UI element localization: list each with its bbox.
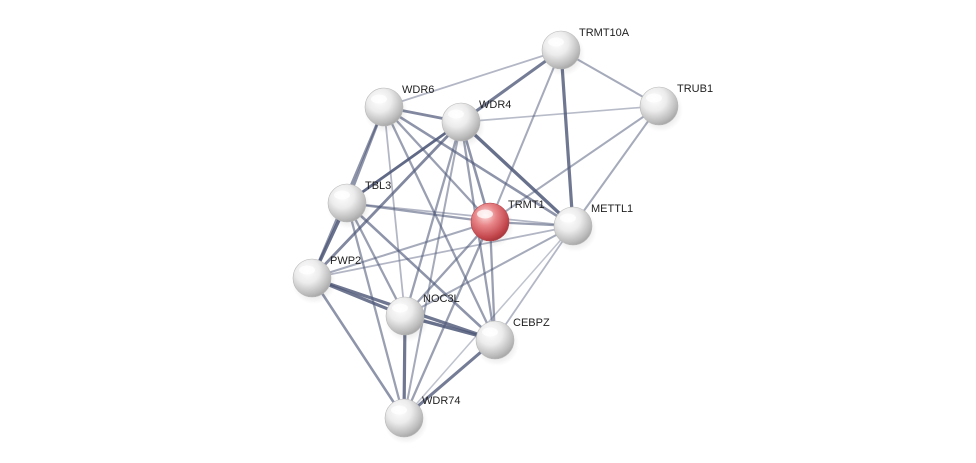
protein-sphere[interactable]: [364, 87, 404, 127]
sphere-highlight: [448, 109, 464, 119]
sphere-highlight: [477, 209, 493, 219]
node-label-wdr6: WDR6: [402, 84, 434, 96]
edge-trub1-mettl1: [571, 104, 661, 228]
sphere-highlight: [392, 303, 408, 313]
protein-sphere[interactable]: [441, 102, 481, 142]
node-label-trub1: TRUB1: [677, 83, 713, 95]
protein-sphere[interactable]: [639, 86, 679, 126]
edge-pwp2-wdr74: [310, 276, 406, 420]
node-wdr74[interactable]: WDR74: [384, 395, 461, 444]
edge-wdr4-pwp2: [310, 120, 463, 280]
protein-sphere[interactable]: [385, 296, 425, 336]
node-trub1[interactable]: TRUB1: [639, 83, 713, 132]
sphere-highlight: [548, 37, 564, 47]
node-label-wdr74: WDR74: [422, 395, 461, 407]
edge-wdr6-cebpz: [382, 105, 497, 342]
sphere-highlight: [560, 213, 576, 223]
edge-wdr4-trub1: [460, 105, 660, 123]
sphere-highlight: [391, 405, 407, 415]
node-wdr4[interactable]: WDR4: [441, 99, 511, 148]
sphere-highlight: [482, 327, 498, 337]
protein-sphere[interactable]: [541, 30, 581, 70]
edge-tbl3-cebpz: [345, 201, 497, 342]
edge-pwp2-trmt1: [310, 220, 492, 280]
edge-mettl1-noc3l: [403, 224, 575, 318]
edge-trmt10a-trmt1: [488, 48, 563, 224]
node-label-trmt1: TRMT1: [508, 199, 545, 211]
node-trmt1[interactable]: TRMT1: [470, 199, 545, 248]
node-trmt10a[interactable]: TRMT10A: [541, 27, 630, 76]
node-label-wdr4: WDR4: [479, 99, 511, 111]
edge-trub1-trmt1: [488, 104, 661, 224]
sphere-highlight: [371, 94, 387, 104]
edge-wdr6-noc3l: [383, 106, 406, 317]
edge-tbl3-wdr74: [345, 201, 406, 420]
protein-sphere[interactable]: [553, 206, 593, 246]
edge-trmt10a-mettl1: [559, 48, 575, 228]
edge-wdr4-wdr74: [402, 120, 463, 420]
edge-wdr4-noc3l: [403, 120, 463, 318]
query-protein-sphere[interactable]: [470, 202, 510, 242]
sphere-highlight: [299, 265, 315, 275]
node-label-tbl3: TBL3: [365, 180, 391, 192]
node-tbl3[interactable]: TBL3: [327, 180, 391, 229]
node-pwp2[interactable]: PWP2: [292, 255, 361, 304]
protein-sphere[interactable]: [327, 183, 367, 223]
node-label-mettl1: METTL1: [591, 203, 633, 215]
node-label-noc3l: NOC3L: [423, 293, 460, 305]
node-label-trmt10a: TRMT10A: [579, 27, 630, 39]
edge-tbl3-wdr4: [345, 120, 463, 205]
edge-pwp2-mettl1: [311, 225, 574, 279]
node-noc3l[interactable]: NOC3L: [385, 293, 460, 342]
sphere-highlight: [334, 190, 350, 200]
edge-tbl3-mettl1: [346, 202, 574, 227]
edge-wdr6-trmt10a: [383, 49, 562, 108]
protein-sphere[interactable]: [384, 398, 424, 438]
protein-sphere[interactable]: [475, 320, 515, 360]
edge-trmt1-wdr74: [402, 220, 492, 420]
node-mettl1[interactable]: METTL1: [553, 203, 633, 252]
sphere-highlight: [646, 93, 662, 103]
edge-wdr6-mettl1: [382, 105, 575, 228]
node-wdr6[interactable]: WDR6: [364, 84, 434, 133]
node-label-cebpz: CEBPZ: [513, 317, 550, 329]
protein-sphere[interactable]: [292, 258, 332, 298]
node-cebpz[interactable]: CEBPZ: [475, 317, 550, 366]
node-label-pwp2: PWP2: [330, 255, 361, 267]
